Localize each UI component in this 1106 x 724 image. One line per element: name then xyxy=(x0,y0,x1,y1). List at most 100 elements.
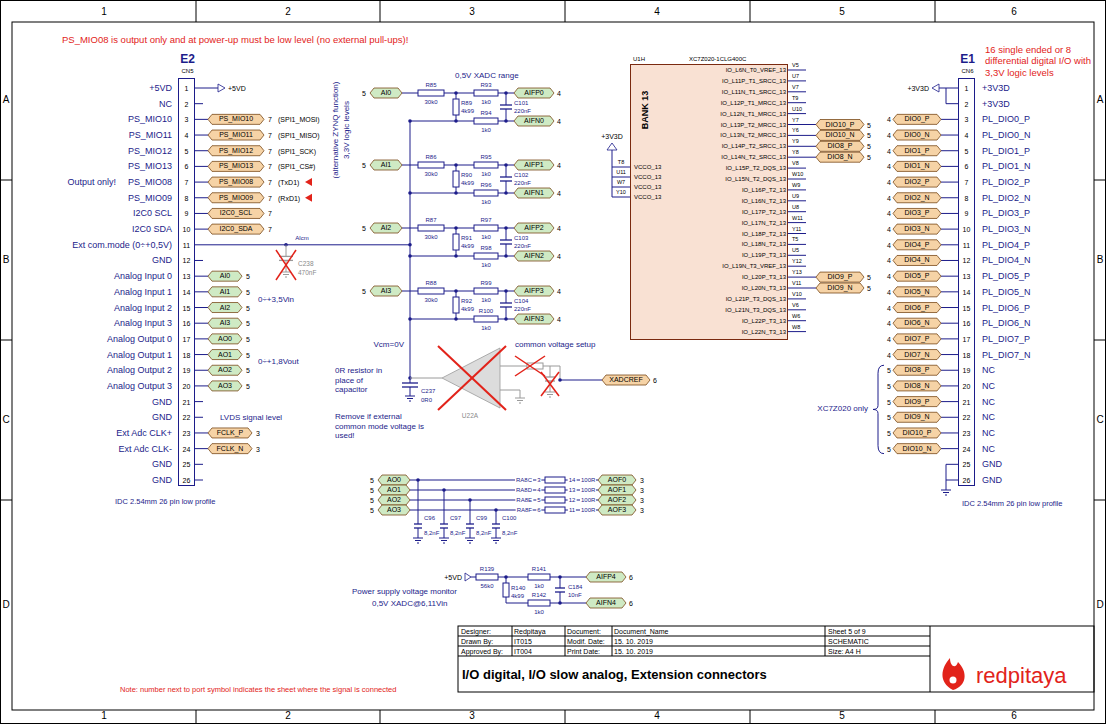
wire xyxy=(456,291,457,297)
port-flag-outline xyxy=(514,188,554,198)
port-flag-outline xyxy=(816,141,864,151)
chip-pin-name: IO_L18P_T2_13 xyxy=(742,231,786,237)
pin-number: 11 xyxy=(568,507,576,513)
chip-pin-number: W9 xyxy=(792,183,800,189)
sheet-number: 5 xyxy=(867,285,871,292)
sheet-number: 6 xyxy=(629,574,633,581)
wire xyxy=(788,135,816,136)
frame-tick xyxy=(1094,500,1105,501)
chip-pin-name: IO_L11P_T1_SRCC_13 xyxy=(722,78,786,84)
wire xyxy=(941,150,958,151)
frame-tick xyxy=(380,710,381,723)
title-block-cell: Document_Name xyxy=(614,628,668,635)
power-symbol xyxy=(932,84,939,92)
port-flag: PS_MIO11 xyxy=(212,130,260,140)
chip-pin-number: V11 xyxy=(792,281,801,287)
port-flag-outline xyxy=(598,505,636,515)
grid-reference: B xyxy=(1097,255,1104,265)
port-flag: AI3 xyxy=(374,286,398,296)
port-flag-outline xyxy=(208,208,264,218)
group-note: XC7Z020 only xyxy=(817,405,868,413)
port-flag: PS_MIO10 xyxy=(212,114,260,124)
grid-reference: D xyxy=(1096,600,1103,610)
sheet-number: 4 xyxy=(887,179,891,186)
wire xyxy=(788,298,806,299)
chip-pin-name: IO_L20N_T3_13 xyxy=(742,285,786,291)
port-flag-outline xyxy=(816,283,864,293)
title-block-cell: Print Date: xyxy=(567,648,600,655)
pin-name: PL_DIO3_N xyxy=(982,225,1031,234)
resistor-ref: R91 xyxy=(461,235,472,241)
wire xyxy=(402,291,418,292)
resistor-ref: RA8F xyxy=(516,507,533,513)
title-block xyxy=(458,636,930,637)
pin-name: +3V3D xyxy=(982,84,1010,93)
chip-pin-name: IO_L13N_T2_MRCC_13 xyxy=(720,132,786,138)
chip-pin-name: IO_L21N_T3_DQS_13 xyxy=(725,307,786,313)
node-label: CN5 xyxy=(181,68,193,74)
pin-name: PL_DIO6_P xyxy=(982,303,1030,312)
power-label: +3V3D xyxy=(601,133,623,140)
resistor-value: 1k0 xyxy=(481,297,491,303)
pin-name: PL_DIO4_P xyxy=(982,240,1030,249)
port-flag: FCLK_P xyxy=(212,428,248,438)
resistor-symbol xyxy=(474,90,498,96)
chip-pin-name: IO_L17P_T2_13 xyxy=(742,209,786,215)
wire xyxy=(941,401,958,402)
chip-pin-number: Y6 xyxy=(792,129,799,135)
title-block xyxy=(458,626,1094,692)
grid-reference: 1 xyxy=(101,711,107,721)
port-flag-outline xyxy=(893,428,941,438)
pin-number: 20 xyxy=(183,382,191,389)
pin-name: GND xyxy=(152,476,172,485)
pin-number: 24 xyxy=(183,445,191,452)
pin-name: NC xyxy=(159,99,172,108)
ground-symbol xyxy=(495,543,497,544)
sheet-number: 5 xyxy=(362,162,366,169)
port-flag-outline xyxy=(893,287,941,297)
port-flag: PS_MIO12 xyxy=(212,146,260,156)
port-flag-outline xyxy=(208,177,264,187)
sheet-number: 4 xyxy=(887,304,891,311)
port-flag-outline xyxy=(208,303,242,313)
resistor-value: 30k0 xyxy=(424,171,437,177)
frame-tick xyxy=(1094,340,1105,341)
port-flag-outline xyxy=(378,485,410,495)
capacitor-symbol xyxy=(444,490,445,524)
port-flag: DIO6_P xyxy=(897,303,937,313)
wire xyxy=(788,102,806,103)
removed-mark xyxy=(541,372,559,396)
pin-number: 9 xyxy=(185,210,189,217)
resistor-symbol xyxy=(474,253,498,259)
sheet-number: 5 xyxy=(867,132,871,139)
capacitor-symbol xyxy=(440,523,448,524)
wire xyxy=(788,168,806,169)
chip-pin-name: IO_L14P_T2_SRCC_13 xyxy=(722,143,786,149)
sheet-number: 4 xyxy=(887,194,891,201)
resistor-value: 4k99 xyxy=(461,108,474,114)
port-flag-outline xyxy=(208,224,264,234)
wire xyxy=(498,577,528,578)
pin-name: +3V3D xyxy=(982,99,1010,108)
chip-pin-number: U11 xyxy=(616,170,626,176)
sheet-number: 4 xyxy=(887,351,891,358)
pin-number: 5 xyxy=(185,147,189,154)
capacitor-symbol xyxy=(500,176,512,177)
resistor-ref: RA8C xyxy=(515,477,533,483)
port-flag: DIO0_N xyxy=(897,130,937,140)
pin-number: 10 xyxy=(183,226,191,233)
resistor-ref: R89 xyxy=(461,100,472,106)
sheet-number: 5 xyxy=(887,414,891,421)
pin-number: 13 xyxy=(568,487,577,493)
frame-tick xyxy=(750,710,751,723)
pin-name: PL_DIO2_N xyxy=(982,193,1031,202)
resistor-symbol xyxy=(474,225,498,231)
chip-pin-number: W11 xyxy=(792,216,803,222)
wire xyxy=(195,448,208,449)
capacitor-symbol xyxy=(500,104,512,105)
port-flag-outline xyxy=(370,88,402,98)
wire xyxy=(402,93,418,94)
wire xyxy=(612,177,630,178)
pin-name: I2C0 SDA xyxy=(132,225,172,234)
sheet-number: 5 xyxy=(246,288,250,295)
